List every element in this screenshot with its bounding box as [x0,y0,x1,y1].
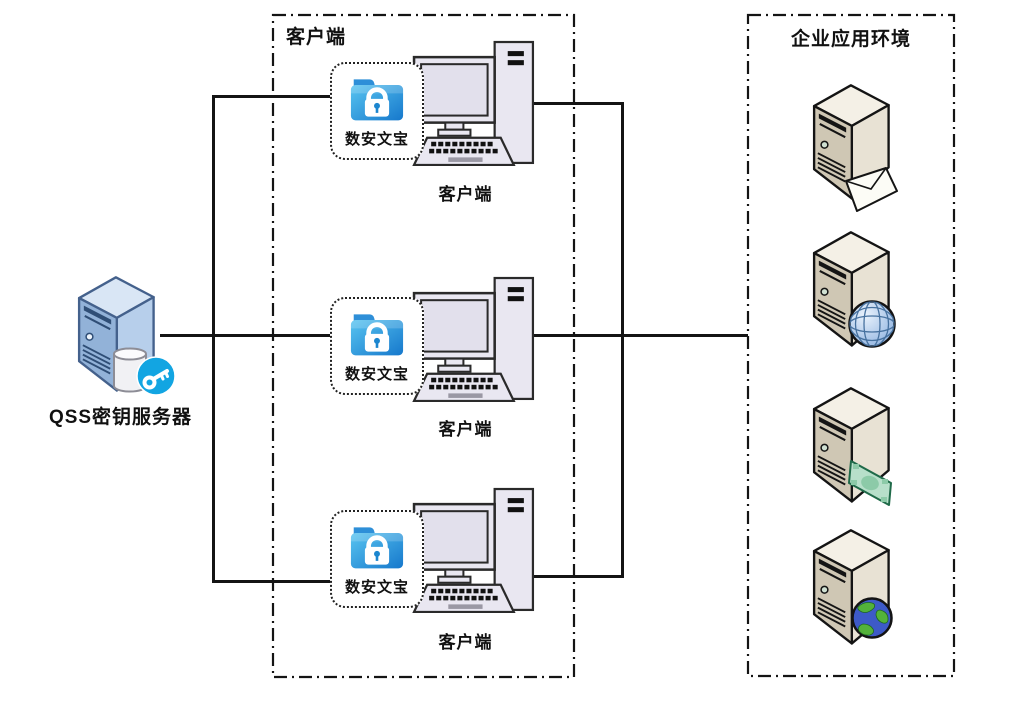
key-server-label: QSS密钥服务器 [48,407,193,428]
secure-folder-icon [346,71,408,125]
link-client3-right [520,575,624,578]
desktop-computer-icon [412,40,538,173]
secure-app-box: 数安文宝 [330,62,424,160]
link-client1-right [520,102,624,105]
secure-app-label: 数安文宝 [344,366,409,383]
globe-wireframe-icon [846,298,898,350]
desktop-computer-icon [412,487,538,620]
client-zone-title: 客户端 [286,27,347,48]
client-zone-border [271,13,576,679]
client-device-label: 客户端 [438,420,493,439]
secure-folder-icon [346,306,408,360]
desktop-computer-icon [412,276,538,409]
app-zone-border [746,13,956,678]
secure-app-box: 数安文宝 [330,510,424,608]
secure-app-box: 数安文宝 [330,297,424,395]
link-clients-to-appzone [520,334,748,337]
right-bus-vertical-line [621,102,624,578]
link-client1-left [212,95,332,98]
left-bus-vertical-line [212,95,215,583]
secure-app-label: 数安文宝 [344,131,409,148]
app-zone-title: 企业应用环境 [790,29,911,50]
link-server-to-client2 [160,334,332,337]
envelope-icon [843,166,899,214]
link-client3-left [212,580,332,583]
client-device-label: 客户端 [438,185,493,204]
secure-app-label: 数安文宝 [344,579,409,596]
earth-icon [850,596,894,640]
secure-folder-icon [346,519,408,573]
banknote-icon [848,458,894,510]
database-key-icon [108,344,182,404]
client-device-label: 客户端 [438,633,493,652]
